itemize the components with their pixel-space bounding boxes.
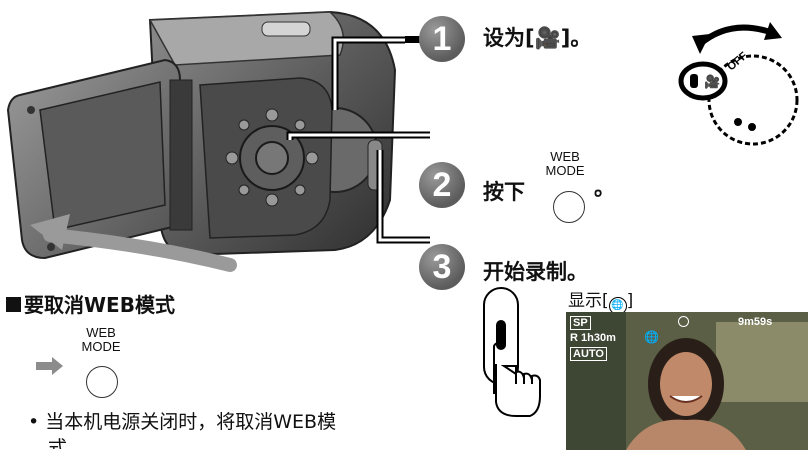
record-button-icon [483,287,541,417]
elapsed-time: 9m59s [738,316,773,328]
cancel-web-mode-button[interactable] [86,366,118,398]
step-2-text: 按下 [483,180,525,204]
preview-image [566,312,808,450]
display-label: 显示[🌐] [568,286,633,315]
cancel-section-title: 要取消WEB模式 [6,289,175,318]
step-2-number: 2 [419,162,465,208]
web-mode-button[interactable] [553,191,585,223]
step-1-number: 1 [419,16,465,62]
preview-screen: SP R 1h30m AUTO 🌐 9m59s [566,312,808,450]
web-mode-label: WEB MODE [545,149,585,178]
cancel-web-mode-label: WEB MODE [81,325,121,354]
leader-line-1 [405,36,423,43]
arrow-right-icon [36,357,63,375]
cancel-note: • 当本机电源关闭时，将取消WEB模 式。 [28,411,337,449]
square-bullet-icon [6,297,21,312]
camcorder-illustration [6,10,430,272]
step-3-text: 开始录制。 [483,260,588,284]
mode-dial-icon: OFF 🎥 [678,22,799,146]
auto-badge: AUTO [570,347,607,361]
step-2-end: 。 [594,176,615,200]
web-mode-osd-icon: 🌐 [644,330,659,344]
remaining-time: R 1h30m [570,332,616,344]
quality-badge: SP [570,316,591,330]
record-indicator-icon [678,316,689,327]
step-3-number: 3 [419,244,465,290]
step-1-text: 设为[🎥]。 [483,26,592,50]
svg-text:🎥: 🎥 [704,74,720,90]
